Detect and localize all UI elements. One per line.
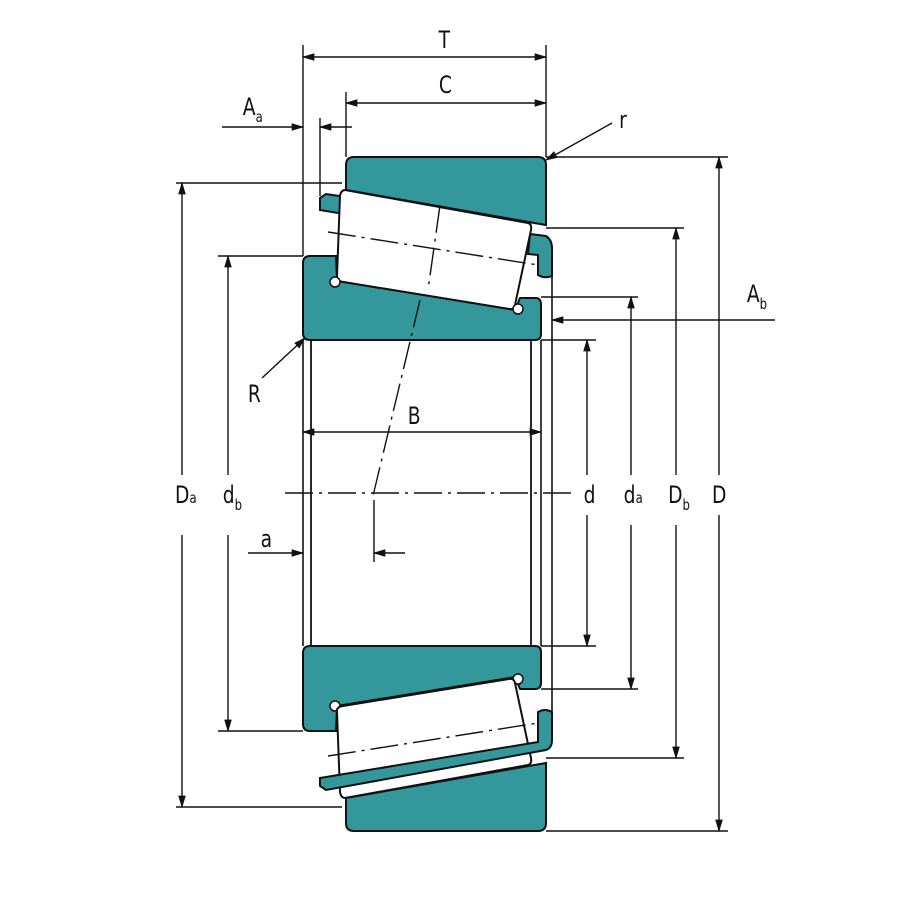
label-C: C xyxy=(439,72,452,100)
label-Da: Da xyxy=(175,482,197,510)
Da-label-gap xyxy=(168,475,204,535)
upper-roller-midline xyxy=(427,204,441,291)
lower-cage xyxy=(319,709,553,792)
Db-label-gap xyxy=(662,475,696,525)
label-Db: Db xyxy=(668,482,690,515)
r-leader xyxy=(544,122,613,161)
upper-inner-ring-rib-hole-left xyxy=(329,276,341,288)
D-label-gap xyxy=(706,475,732,515)
label-T: T xyxy=(438,27,451,55)
label-R: R xyxy=(248,381,261,409)
upper-roller-axis xyxy=(327,231,539,266)
label-d: d xyxy=(584,482,596,510)
lower-outer-ring xyxy=(345,761,547,832)
da-label-gap xyxy=(618,475,648,525)
label-db: db xyxy=(223,482,242,515)
upper-cage-large-end xyxy=(526,232,553,279)
upper-inner-ring xyxy=(302,255,542,341)
label-B: B xyxy=(408,403,421,431)
d-label-gap xyxy=(577,475,599,515)
lower-roller-axis xyxy=(327,722,539,757)
pressure-cone-line xyxy=(371,299,421,501)
label-da: da xyxy=(624,482,643,510)
label-D: D xyxy=(712,482,726,510)
db-label-gap xyxy=(214,475,250,535)
label-a: a xyxy=(261,526,272,554)
upper-inner-ring-rib-hole-right xyxy=(512,303,524,315)
label-r: r xyxy=(619,107,627,135)
label-Ab: Ab xyxy=(747,281,767,314)
label-Aa: Aa xyxy=(243,94,263,127)
R-leader xyxy=(261,337,306,379)
